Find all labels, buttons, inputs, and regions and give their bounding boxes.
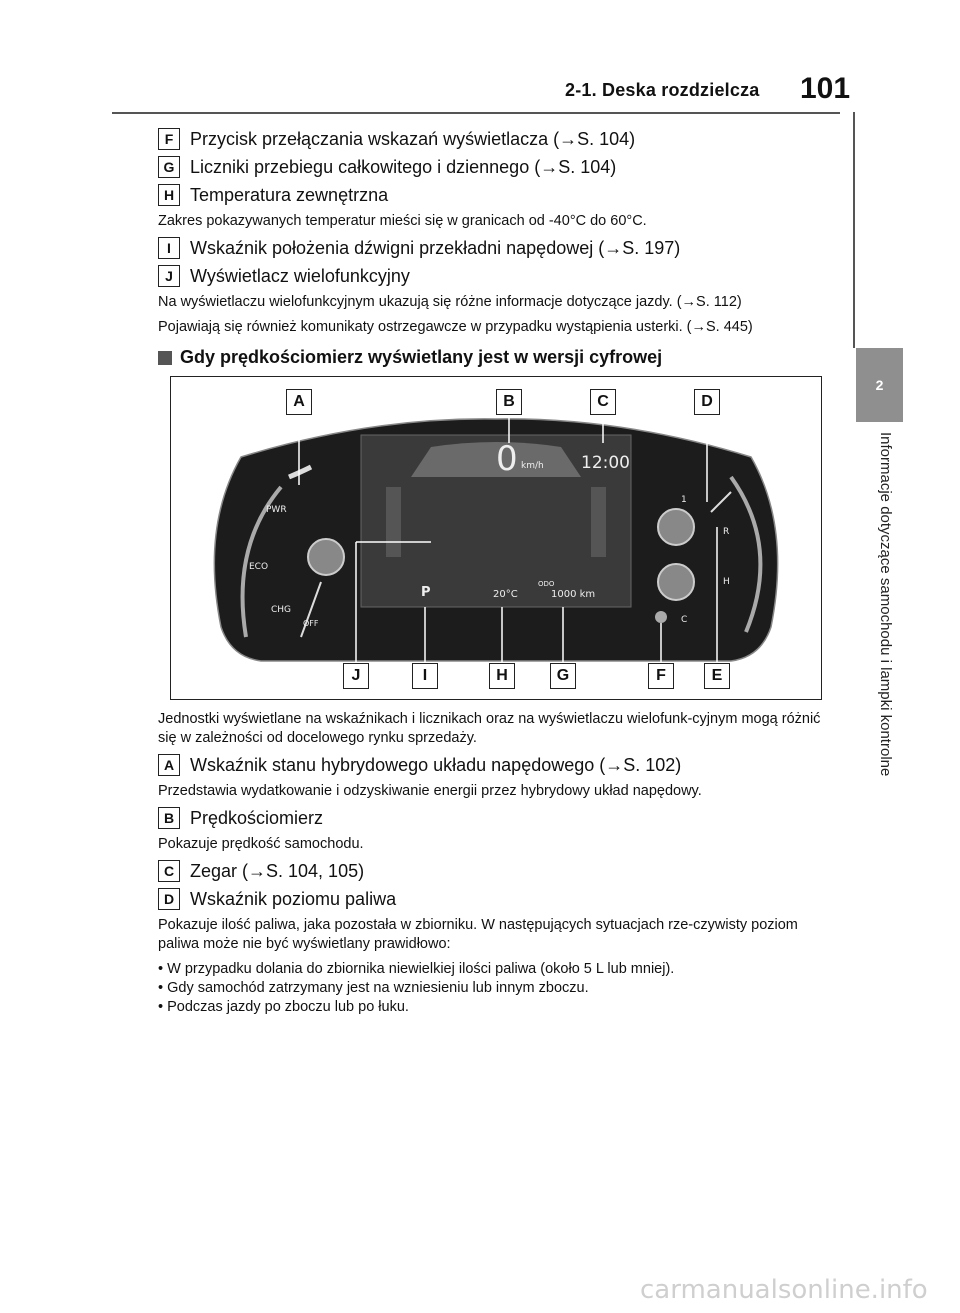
item-text: Wskaźnik poziomu paliwa: [190, 888, 397, 909]
callout-j: J: [343, 663, 369, 689]
odometer: 1000 km: [551, 589, 595, 600]
list-item: W przypadku dolania do zbiornika niewiel…: [158, 960, 838, 979]
speedometer-arc: [411, 442, 581, 477]
key-label: H: [158, 184, 180, 206]
key-label: I: [158, 237, 180, 259]
note-units: Jednostki wyświetlane na wskaźnikach i l…: [158, 711, 821, 746]
note-warnings: Pojawiają się również komunikaty ostrzeg…: [158, 319, 753, 335]
section-heading: Gdy prędkościomierz wyświetlany jest w w…: [158, 347, 838, 368]
item-text: Wskaźnik stanu hybrydowego układu napędo…: [190, 754, 682, 775]
callout-e: E: [704, 663, 730, 689]
key-label: C: [158, 860, 180, 882]
hybrid-gauge-scale: [288, 464, 313, 480]
list-item-a: A Wskaźnik stanu hybrydowego układu napę…: [158, 754, 838, 776]
dashboard-figure: A B C D J I H G F E 0 km/h 12:00 P 20°C …: [170, 376, 822, 700]
list-item-g: G Liczniki przebiegu całkowitego i dzien…: [158, 156, 838, 178]
temp-value: 20: [493, 589, 506, 600]
callout-h: H: [489, 663, 515, 689]
section-title: 2-1. Deska rozdzielcza: [565, 80, 760, 100]
page-content: F Przycisk przełączania wskazań wyświetl…: [158, 124, 838, 1017]
key-label: G: [158, 156, 180, 178]
outside-temp: 20°C: [493, 589, 518, 600]
clock-value: 12:00: [581, 453, 630, 473]
page-number: 101: [800, 72, 851, 105]
key-label: D: [158, 888, 180, 910]
gauge-label-chg: CHG: [271, 605, 292, 615]
item-text: Liczniki przebiegu całkowitego i dzienne…: [190, 156, 617, 177]
list-item: Podczas jazdy po zboczu lub po łuku.: [158, 998, 838, 1017]
item-text: Zegar (→S. 104, 105): [190, 860, 365, 881]
temp-unit: °C: [505, 589, 518, 600]
list-item-h: H Temperatura zewnętrzna: [158, 184, 838, 206]
gauge-label-off: OFF: [303, 619, 319, 628]
list-item-b: B Prędkościomierz: [158, 807, 838, 829]
hybrid-gauge-arc: [240, 485, 283, 638]
side-divider: [853, 112, 855, 348]
gauge-label-pwr: PWR: [266, 505, 287, 515]
note-speed: Pokazuje prędkość samochodu.: [158, 836, 364, 852]
callout-c: C: [590, 389, 616, 415]
gear-indicator: P: [421, 585, 431, 600]
list-item-d: D Wskaźnik poziomu paliwa: [158, 888, 838, 910]
gauge-label-c: C: [681, 615, 688, 625]
odo-value: 1000: [551, 589, 577, 600]
item-text: Prędkościomierz: [190, 807, 324, 828]
note-fuel: Pokazuje ilość paliwa, jaka pozostała w …: [158, 917, 798, 952]
list-item-f: F Przycisk przełączania wskazań wyświetl…: [158, 128, 838, 150]
hybrid-needle: [300, 581, 322, 638]
speed-value: 0: [496, 439, 518, 479]
chapter-number: 2: [875, 377, 884, 393]
item-text: Wyświetlacz wielofunkcyjny: [190, 265, 410, 286]
key-label: B: [158, 807, 180, 829]
note-temperature: Zakres pokazywanych temperatur mieści si…: [158, 213, 647, 229]
callout-b: B: [496, 389, 522, 415]
left-knob: [307, 538, 345, 576]
display-switch-button: [655, 611, 667, 623]
callout-d: D: [694, 389, 720, 415]
gauge-label-r: R: [723, 527, 730, 537]
upper-right-knob: [657, 508, 695, 546]
callout-i: I: [412, 663, 438, 689]
gauge-label-eco: ECO: [249, 562, 269, 572]
right-side-bar: [591, 487, 606, 557]
watermark: carmanualsonline.info: [640, 1275, 928, 1305]
list-item-j: J Wyświetlacz wielofunkcyjny: [158, 265, 838, 287]
callout-f: F: [648, 663, 674, 689]
item-text: Temperatura zewnętrzna: [190, 184, 389, 205]
square-bullet-icon: [158, 350, 172, 365]
callout-g: G: [550, 663, 576, 689]
callout-a: A: [286, 389, 312, 415]
list-item: Gdy samochód zatrzymany jest na wzniesie…: [158, 979, 838, 998]
fuel-temp-arc: [729, 475, 763, 633]
note-hybrid: Przedstawia wydatkowanie i odzyskiwanie …: [158, 783, 702, 799]
header-divider: [112, 112, 840, 114]
key-label: J: [158, 265, 180, 287]
odo-label: ODO: [538, 580, 555, 588]
chapter-title: Informacje dotyczące samochodu i lampki …: [877, 432, 894, 777]
fuel-bullet-list: W przypadku dolania do zbiornika niewiel…: [158, 960, 838, 1017]
item-text: Przycisk przełączania wskazań wyświetlac…: [190, 128, 636, 149]
fuel-needle: [710, 491, 732, 513]
gauge-label-1: 1: [681, 495, 687, 505]
odo-unit: km: [579, 589, 596, 600]
list-item-c: C Zegar (→S. 104, 105): [158, 860, 838, 882]
gauge-label-h: H: [723, 577, 730, 587]
key-label: A: [158, 754, 180, 776]
speed-unit: km/h: [521, 461, 544, 471]
section-heading-text: Gdy prędkościomierz wyświetlany jest w w…: [180, 347, 663, 367]
chapter-tab[interactable]: 2: [856, 348, 903, 422]
dashboard-illustration: [213, 407, 779, 663]
list-item-i: I Wskaźnik położenia dźwigni przekładni …: [158, 237, 838, 259]
left-side-bar: [386, 487, 401, 557]
item-text: Wskaźnik położenia dźwigni przekładni na…: [190, 237, 681, 258]
lower-right-knob: [657, 563, 695, 601]
key-label: F: [158, 128, 180, 150]
note-multi-display: Na wyświetlaczu wielofunkcyjnym ukazują …: [158, 294, 742, 310]
